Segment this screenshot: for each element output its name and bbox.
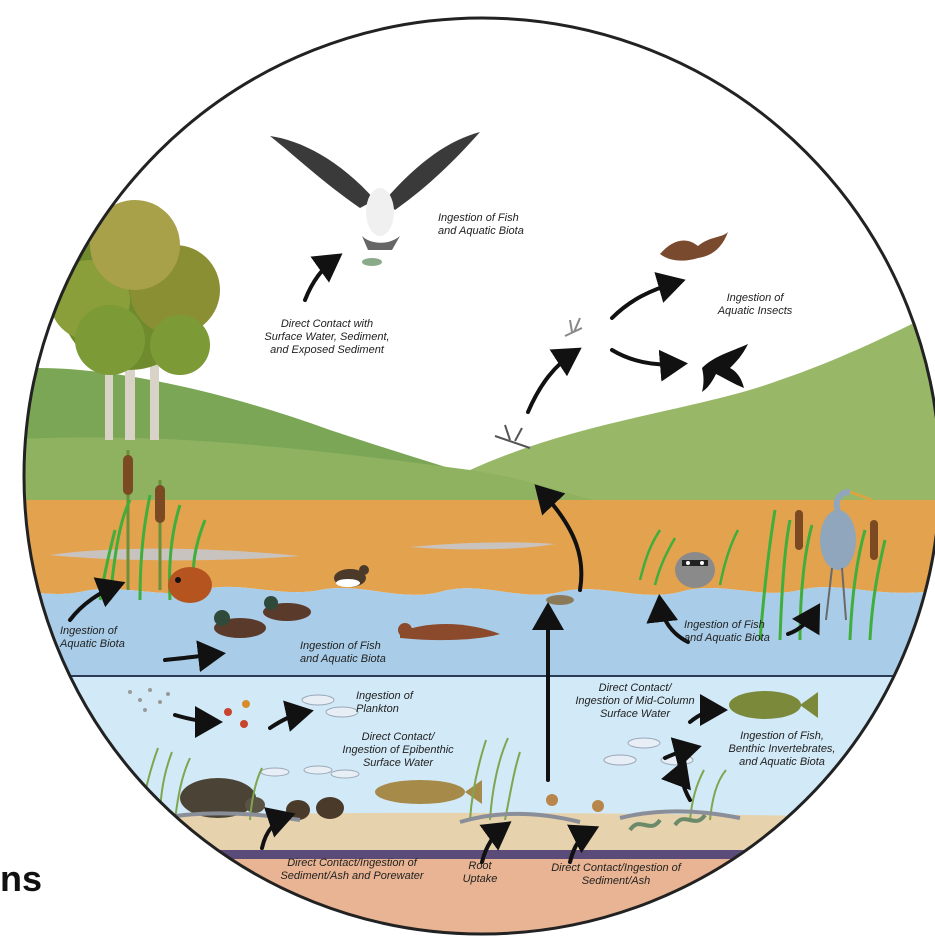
label-root-uptake: Root Uptake	[450, 860, 510, 886]
beaver-icon	[168, 567, 212, 603]
ash-layer	[0, 850, 935, 859]
label-mid-column: Direct Contact/ Ingestion of Mid-Column …	[560, 682, 710, 721]
label-fish-benthic: Ingestion of Fish, Benthic Invertebrates…	[712, 730, 852, 769]
label-sediment-ash-porewater: Direct Contact/Ingestion of Sediment/Ash…	[262, 857, 442, 883]
label-osprey-ingestion: Ingestion of Fish and Aquatic Biota	[438, 212, 588, 238]
fish-small-icon	[546, 595, 574, 605]
label-aquatic-insects: Ingestion of Aquatic Insects	[700, 292, 810, 318]
label-fish-biota-right: Ingestion of Fish and Aquatic Biota	[684, 619, 814, 645]
label-fish-biota-mid: Ingestion of Fish and Aquatic Biota	[300, 640, 430, 666]
label-aquatic-biota-left: Ingestion of Aquatic Biota	[60, 625, 170, 651]
label-direct-contact-surface: Direct Contact with Surface Water, Sedim…	[252, 318, 402, 357]
cropped-heading-fragment: ns	[0, 858, 42, 900]
label-plankton: Ingestion of Plankton	[356, 690, 456, 716]
raccoon-icon	[675, 552, 715, 588]
label-sediment-ash: Direct Contact/Ingestion of Sediment/Ash	[526, 862, 706, 888]
label-epibenthic: Direct Contact/ Ingestion of Epibenthic …	[328, 731, 468, 770]
